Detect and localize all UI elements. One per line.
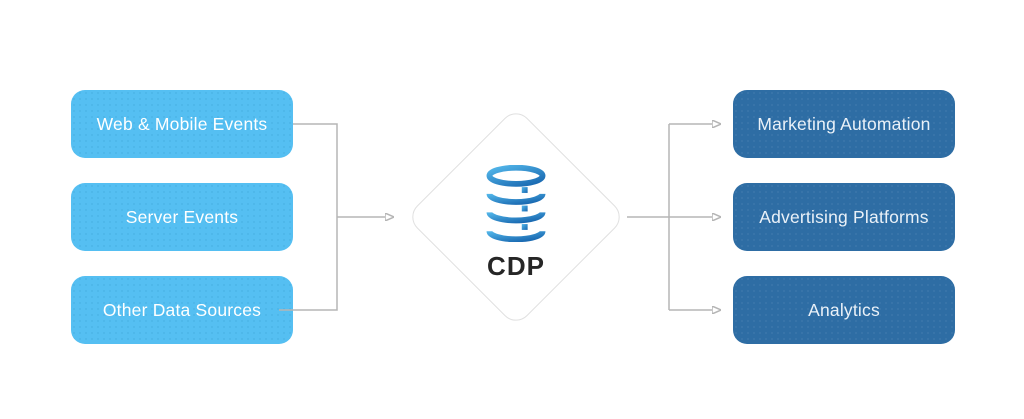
destination-node-marketing-automation: Marketing Automation <box>733 90 955 158</box>
cdp-hub: CDP <box>436 165 596 282</box>
node-label: Analytics <box>808 299 880 320</box>
hub-label: CDP <box>487 251 545 281</box>
node-label: Advertising Platforms <box>759 206 929 227</box>
destination-node-advertising-platforms: Advertising Platforms <box>733 183 955 251</box>
source-node-web-mobile-events: Web & Mobile Events <box>71 90 293 158</box>
source-node-other-data-sources: Other Data Sources <box>71 276 293 344</box>
destination-node-analytics: Analytics <box>733 276 955 344</box>
node-label: Web & Mobile Events <box>96 113 268 134</box>
node-label: Marketing Automation <box>757 113 931 134</box>
source-node-server-events: Server Events <box>71 183 293 251</box>
database-icon <box>486 165 546 242</box>
node-label: Server Events <box>125 206 239 227</box>
node-label: Other Data Sources <box>102 299 262 320</box>
